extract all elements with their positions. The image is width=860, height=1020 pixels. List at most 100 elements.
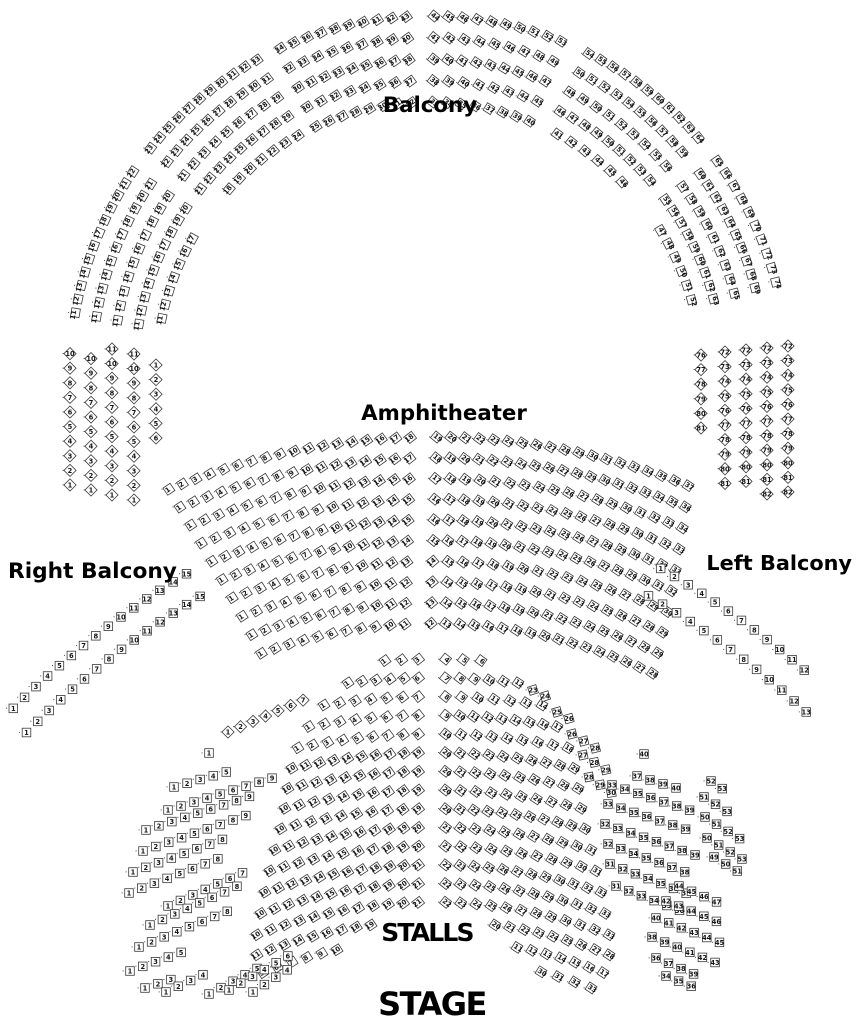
seat[interactable] <box>235 87 250 101</box>
seat[interactable] <box>565 111 580 125</box>
seat[interactable] <box>503 40 516 54</box>
seat[interactable] <box>633 105 647 119</box>
seat[interactable] <box>226 67 240 81</box>
seat[interactable] <box>426 95 440 109</box>
seat[interactable] <box>610 87 624 102</box>
seat[interactable] <box>658 192 672 206</box>
seat[interactable] <box>723 215 736 229</box>
seat[interactable] <box>724 273 736 285</box>
seat[interactable] <box>562 85 577 99</box>
seat[interactable] <box>602 108 616 122</box>
seat[interactable] <box>245 132 259 147</box>
seat[interactable] <box>172 213 186 227</box>
seat[interactable] <box>550 127 564 141</box>
seat[interactable] <box>243 161 258 176</box>
seat[interactable] <box>441 9 456 24</box>
seat[interactable] <box>693 167 707 181</box>
seat[interactable] <box>517 44 531 58</box>
seat[interactable] <box>760 247 773 260</box>
seat[interactable] <box>326 45 340 59</box>
seat[interactable] <box>553 104 567 118</box>
seat[interactable] <box>402 53 416 67</box>
seat[interactable] <box>374 56 388 70</box>
seat[interactable] <box>687 240 701 254</box>
seat[interactable] <box>546 54 560 68</box>
seat[interactable] <box>291 128 305 142</box>
seat[interactable] <box>488 37 502 51</box>
seat[interactable] <box>340 41 354 55</box>
seat[interactable] <box>728 287 740 299</box>
seat[interactable] <box>442 31 456 45</box>
seat[interactable] <box>684 192 698 206</box>
seat[interactable] <box>675 145 689 159</box>
seat[interactable] <box>682 120 696 134</box>
seat[interactable] <box>119 176 132 190</box>
seat[interactable] <box>101 268 113 281</box>
seat[interactable] <box>170 144 184 158</box>
seat[interactable] <box>770 276 782 288</box>
seat[interactable] <box>456 11 470 25</box>
seat[interactable] <box>97 282 109 294</box>
seat[interactable] <box>405 95 419 110</box>
seat[interactable] <box>440 96 454 110</box>
seat[interactable] <box>238 60 252 74</box>
seat[interactable] <box>597 80 612 94</box>
seat[interactable] <box>91 310 103 322</box>
seat[interactable] <box>144 177 158 191</box>
seat[interactable] <box>622 96 636 110</box>
seat[interactable] <box>165 225 178 239</box>
seat[interactable] <box>197 145 212 160</box>
seat[interactable] <box>676 180 690 194</box>
seat[interactable] <box>482 102 496 116</box>
seat[interactable] <box>281 109 295 124</box>
seat[interactable] <box>215 75 229 89</box>
seat[interactable] <box>301 30 315 44</box>
seat[interactable] <box>457 76 471 90</box>
seat[interactable] <box>441 74 455 88</box>
seat[interactable] <box>699 266 712 279</box>
seat[interactable] <box>455 54 469 68</box>
seat[interactable] <box>122 214 135 228</box>
seat[interactable] <box>470 12 484 26</box>
seat[interactable] <box>735 241 748 254</box>
seat[interactable] <box>168 271 181 284</box>
seat[interactable] <box>349 105 363 119</box>
seat[interactable] <box>126 165 140 179</box>
seat[interactable] <box>118 285 131 297</box>
seat[interactable] <box>158 238 172 251</box>
seat[interactable] <box>193 92 207 106</box>
seat[interactable] <box>129 201 142 215</box>
seat[interactable] <box>177 168 191 182</box>
seat[interactable] <box>105 201 118 214</box>
seat[interactable] <box>287 35 301 49</box>
seat[interactable] <box>729 228 743 241</box>
seat[interactable] <box>399 10 414 24</box>
seat[interactable] <box>426 73 440 88</box>
seat[interactable] <box>260 72 275 86</box>
seat[interactable] <box>501 84 515 98</box>
seat[interactable] <box>93 226 106 239</box>
seat[interactable] <box>300 100 314 114</box>
seat[interactable] <box>530 94 544 108</box>
seat[interactable] <box>691 130 705 145</box>
seat[interactable] <box>749 219 762 232</box>
seat[interactable] <box>98 213 112 227</box>
seat[interactable] <box>162 120 176 134</box>
seat[interactable] <box>311 49 325 63</box>
seat[interactable] <box>143 277 156 290</box>
seat[interactable] <box>538 74 552 88</box>
seat[interactable] <box>70 307 81 319</box>
seat[interactable] <box>110 241 123 254</box>
seat[interactable] <box>133 318 145 330</box>
seat[interactable] <box>497 61 511 75</box>
seat[interactable] <box>469 56 483 70</box>
seat[interactable] <box>649 148 663 162</box>
seat[interactable] <box>594 53 608 67</box>
seat[interactable] <box>618 67 632 81</box>
seat[interactable] <box>122 270 135 283</box>
seat[interactable] <box>765 261 778 274</box>
seat[interactable] <box>266 144 281 158</box>
seat[interactable] <box>111 188 125 202</box>
seat[interactable] <box>472 78 486 92</box>
seat[interactable] <box>655 124 669 138</box>
